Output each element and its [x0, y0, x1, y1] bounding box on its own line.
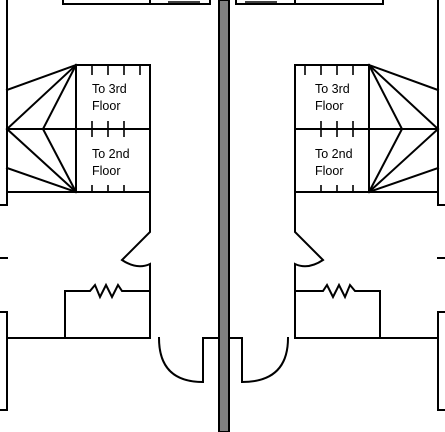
- left-staircase: To 3rd Floor To 2nd Floor: [5, 63, 151, 194]
- left-stair-lower-label-line1: To 2nd: [92, 147, 130, 161]
- left-stair-upper-label-line2: Floor: [92, 99, 120, 113]
- party-wall: [218, 0, 230, 432]
- right-hallway-wall: [294, 191, 439, 339]
- right-stair-upper-label-line2: Floor: [315, 99, 343, 113]
- left-top-room: [62, 0, 211, 5]
- right-unit: To 3rd Floor To 2nd Floor: [228, 0, 445, 411]
- right-staircase: To 3rd Floor To 2nd Floor: [294, 63, 440, 194]
- right-door: [228, 336, 290, 384]
- right-stair-lower-label-line1: To 2nd: [315, 147, 353, 161]
- left-door: [157, 336, 220, 384]
- left-stair-lower-label-line2: Floor: [92, 164, 120, 178]
- left-fixture: [64, 282, 151, 339]
- right-outer-wall: [437, 0, 445, 411]
- left-outer-wall: [0, 0, 8, 411]
- right-stair-upper-label-line1: To 3rd: [315, 82, 350, 96]
- right-stair-lower-label-line2: Floor: [315, 164, 343, 178]
- left-stair-upper-label-line1: To 3rd: [92, 82, 127, 96]
- left-hallway-wall: [6, 191, 151, 339]
- right-top-room: [235, 0, 384, 5]
- left-unit: To 3rd Floor To 2nd Floor: [0, 0, 220, 411]
- right-fixture: [294, 282, 381, 339]
